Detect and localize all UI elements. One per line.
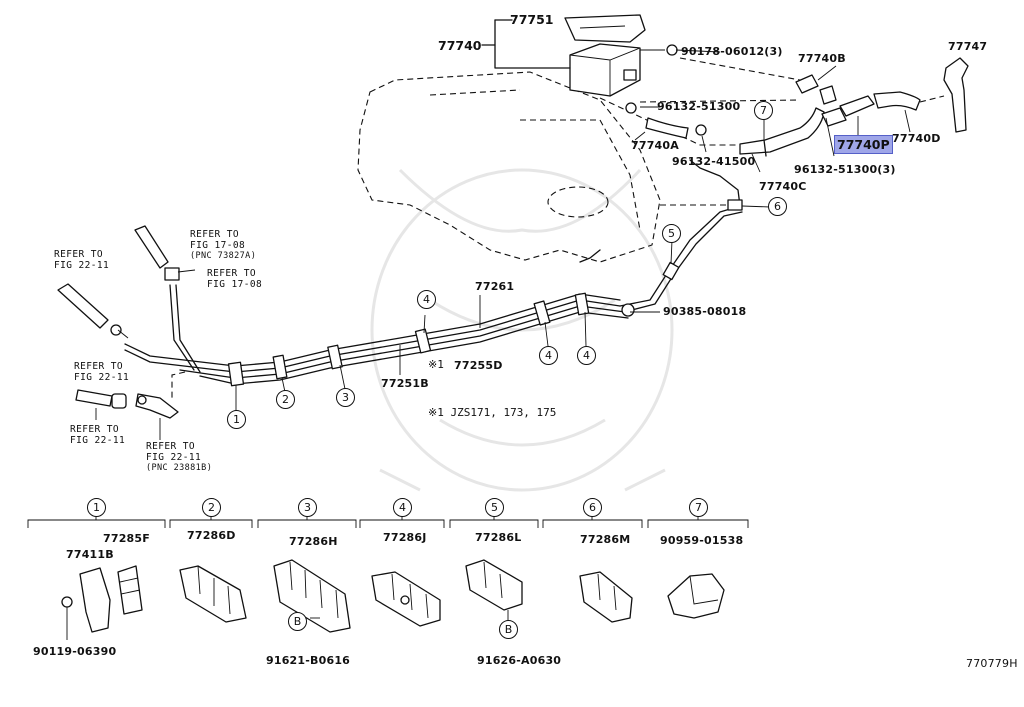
ref-line: REFER TO: [54, 249, 103, 260]
ref-line: FIG 17-08: [190, 240, 246, 251]
ref-line: FIG 17-08: [207, 279, 263, 290]
callout-5: 5: [662, 224, 681, 243]
part-90119-06390[interactable]: 90119-06390: [33, 645, 117, 658]
ref-line: REFER TO: [70, 424, 119, 435]
charcoal-canister: [481, 14, 678, 97]
part-77251B[interactable]: 77251B: [381, 377, 429, 390]
ref-fig-17-08-b[interactable]: REFER TO FIG 17-08: [207, 268, 262, 290]
ref-line: (PNC 23881B): [146, 463, 213, 473]
legend-num-6: 6: [583, 498, 602, 517]
watermark: [370, 168, 674, 492]
callout-6: 6: [768, 197, 787, 216]
ref-line: REFER TO: [74, 361, 123, 372]
part-77740[interactable]: 77740: [438, 38, 482, 53]
ref-line: (PNC 73827A): [190, 251, 257, 261]
vapor-hoses: [625, 57, 969, 157]
ref-line: REFER TO: [190, 229, 239, 240]
part-77286H[interactable]: 77286H: [289, 535, 338, 548]
callout-2: 2: [276, 390, 295, 409]
model-note: ※1 JZS171, 173, 175: [428, 406, 557, 419]
part-90178-06012[interactable]: 90178-06012(3): [681, 45, 783, 58]
ref-line: REFER TO: [146, 441, 195, 452]
ref-fig-22-11-d[interactable]: REFER TO FIG 22-11 (PNC 23881B): [146, 441, 212, 474]
figure-id: 770779H: [966, 657, 1018, 670]
part-77286J[interactable]: 77286J: [383, 531, 427, 544]
ref-fig-22-11-c[interactable]: REFER TO FIG 22-11: [70, 424, 125, 446]
part-77285F[interactable]: 77285F: [103, 532, 150, 545]
part-77411B[interactable]: 77411B: [66, 548, 114, 561]
legend-num-2: 2: [202, 498, 221, 517]
part-77255D-mark: ※1: [428, 358, 444, 371]
ref-fig-22-11-a[interactable]: REFER TO FIG 22-11: [54, 249, 109, 271]
ref-line: FIG 22-11: [70, 435, 126, 446]
part-91621-B0616[interactable]: 91621-B0616: [266, 654, 351, 667]
callout-4a: 4: [417, 290, 436, 309]
ref-line: FIG 22-11: [146, 452, 202, 463]
callout-7: 7: [754, 101, 773, 120]
callout-1: 1: [227, 410, 246, 429]
part-77740B[interactable]: 77740B: [798, 52, 846, 65]
ref-fig-22-11-b[interactable]: REFER TO FIG 22-11: [74, 361, 129, 383]
part-77740A[interactable]: 77740A: [631, 139, 679, 152]
part-77286M[interactable]: 77286M: [580, 533, 631, 546]
leader-lines: [95, 49, 911, 440]
legend-num-7: 7: [689, 498, 708, 517]
b-marker-5: B: [499, 620, 518, 639]
left-hoses: [57, 225, 180, 419]
callout-4c: 4: [577, 346, 596, 365]
ref-line: FIG 22-11: [54, 260, 110, 271]
part-77740D[interactable]: 77740D: [892, 132, 941, 145]
ref-line: FIG 22-11: [74, 372, 130, 383]
part-91626-A0630[interactable]: 91626-A0630: [477, 654, 562, 667]
line-clamps: [227, 199, 743, 387]
callout-4b: 4: [539, 346, 558, 365]
ref-line: REFER TO: [207, 268, 256, 279]
part-96132-51300[interactable]: 96132-51300: [657, 100, 741, 113]
b-marker-3: B: [288, 612, 307, 631]
part-96132-41500[interactable]: 96132-41500: [672, 155, 756, 168]
legend-num-5: 5: [485, 498, 504, 517]
legend-frame: [27, 516, 749, 528]
part-90959-01538[interactable]: 90959-01538: [660, 534, 744, 547]
part-77740P-label: 77740P: [834, 135, 893, 154]
part-77286L[interactable]: 77286L: [475, 531, 522, 544]
legend-num-4: 4: [393, 498, 412, 517]
ref-fig-17-08-a[interactable]: REFER TO FIG 17-08 (PNC 73827A): [190, 229, 256, 262]
part-77261[interactable]: 77261: [475, 280, 515, 293]
part-90385-08018[interactable]: 90385-08018: [663, 305, 747, 318]
part-77740C[interactable]: 77740C: [759, 180, 807, 193]
callout-3: 3: [336, 388, 355, 407]
part-96132-51300-3[interactable]: 96132-51300(3): [794, 163, 896, 176]
part-77286D[interactable]: 77286D: [187, 529, 236, 542]
part-77740P[interactable]: 77740P: [834, 135, 893, 154]
legend-num-3: 3: [298, 498, 317, 517]
part-77751[interactable]: 77751: [510, 12, 554, 27]
part-77747[interactable]: 77747: [948, 40, 988, 53]
legend-num-1: 1: [87, 498, 106, 517]
part-77255D[interactable]: 77255D: [454, 359, 503, 372]
legend-clamp-drawings: [61, 559, 725, 640]
